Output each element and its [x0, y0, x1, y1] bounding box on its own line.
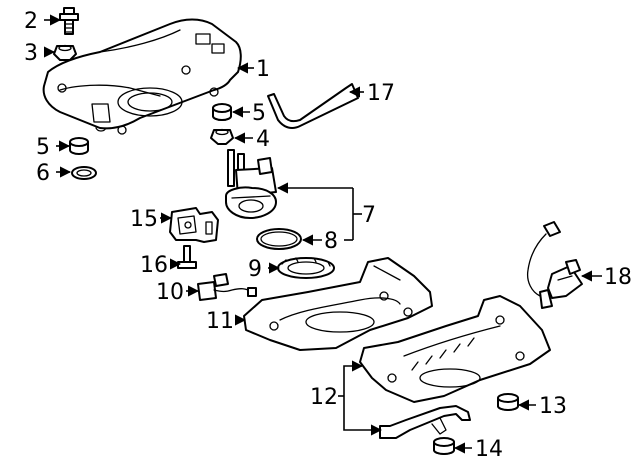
callout-6: 6 — [36, 161, 50, 186]
seal-ring-part[interactable] — [256, 228, 302, 250]
callout-4: 4 — [256, 127, 270, 152]
callout-17: 17 — [367, 81, 395, 106]
fuel-tank-part[interactable] — [42, 18, 242, 135]
wire-harness-part[interactable] — [197, 273, 257, 301]
callout-12: 12 — [310, 385, 338, 410]
callout-15: 15 — [130, 207, 158, 232]
leader-lines — [43, 14, 602, 454]
callout-5-lower: 5 — [36, 135, 50, 160]
nut-part[interactable] — [53, 44, 77, 61]
o-ring-washer-part[interactable] — [71, 166, 97, 180]
callout-5-upper: 5 — [252, 101, 266, 126]
upper-shield-part[interactable] — [243, 257, 433, 351]
callout-1: 1 — [256, 57, 270, 82]
sender-unit-part[interactable] — [169, 207, 219, 243]
sensor-assembly-part[interactable] — [526, 221, 583, 309]
callout-16: 16 — [140, 253, 168, 278]
callout-9: 9 — [248, 257, 262, 282]
cap-nut-part[interactable] — [210, 128, 234, 145]
clip-nut-part[interactable] — [497, 393, 519, 411]
callout-labels: 1 2 3 4 5 5 6 7 8 9 10 11 12 13 14 15 16… — [24, 9, 632, 462]
callout-11: 11 — [206, 309, 234, 334]
callout-14: 14 — [475, 437, 503, 462]
shield-bracket-part[interactable] — [379, 405, 471, 439]
fuel-pump-module-part[interactable] — [225, 149, 277, 219]
stud-bolt-part[interactable] — [59, 7, 79, 35]
strap-part[interactable] — [267, 83, 359, 129]
lower-shield-part[interactable] — [359, 295, 551, 403]
callout-8: 8 — [324, 229, 338, 254]
lock-ring-part[interactable] — [277, 257, 335, 279]
callout-2: 2 — [24, 9, 38, 34]
bolt-part[interactable] — [177, 245, 197, 269]
callout-13: 13 — [539, 394, 567, 419]
clip-nut-lower-part[interactable] — [433, 437, 455, 455]
callout-18: 18 — [604, 265, 632, 290]
callout-3: 3 — [24, 41, 38, 66]
callout-7: 7 — [362, 203, 376, 228]
grommet-part-upper[interactable] — [212, 103, 232, 121]
callout-10: 10 — [156, 280, 184, 305]
grommet-part-lower[interactable] — [69, 137, 89, 155]
